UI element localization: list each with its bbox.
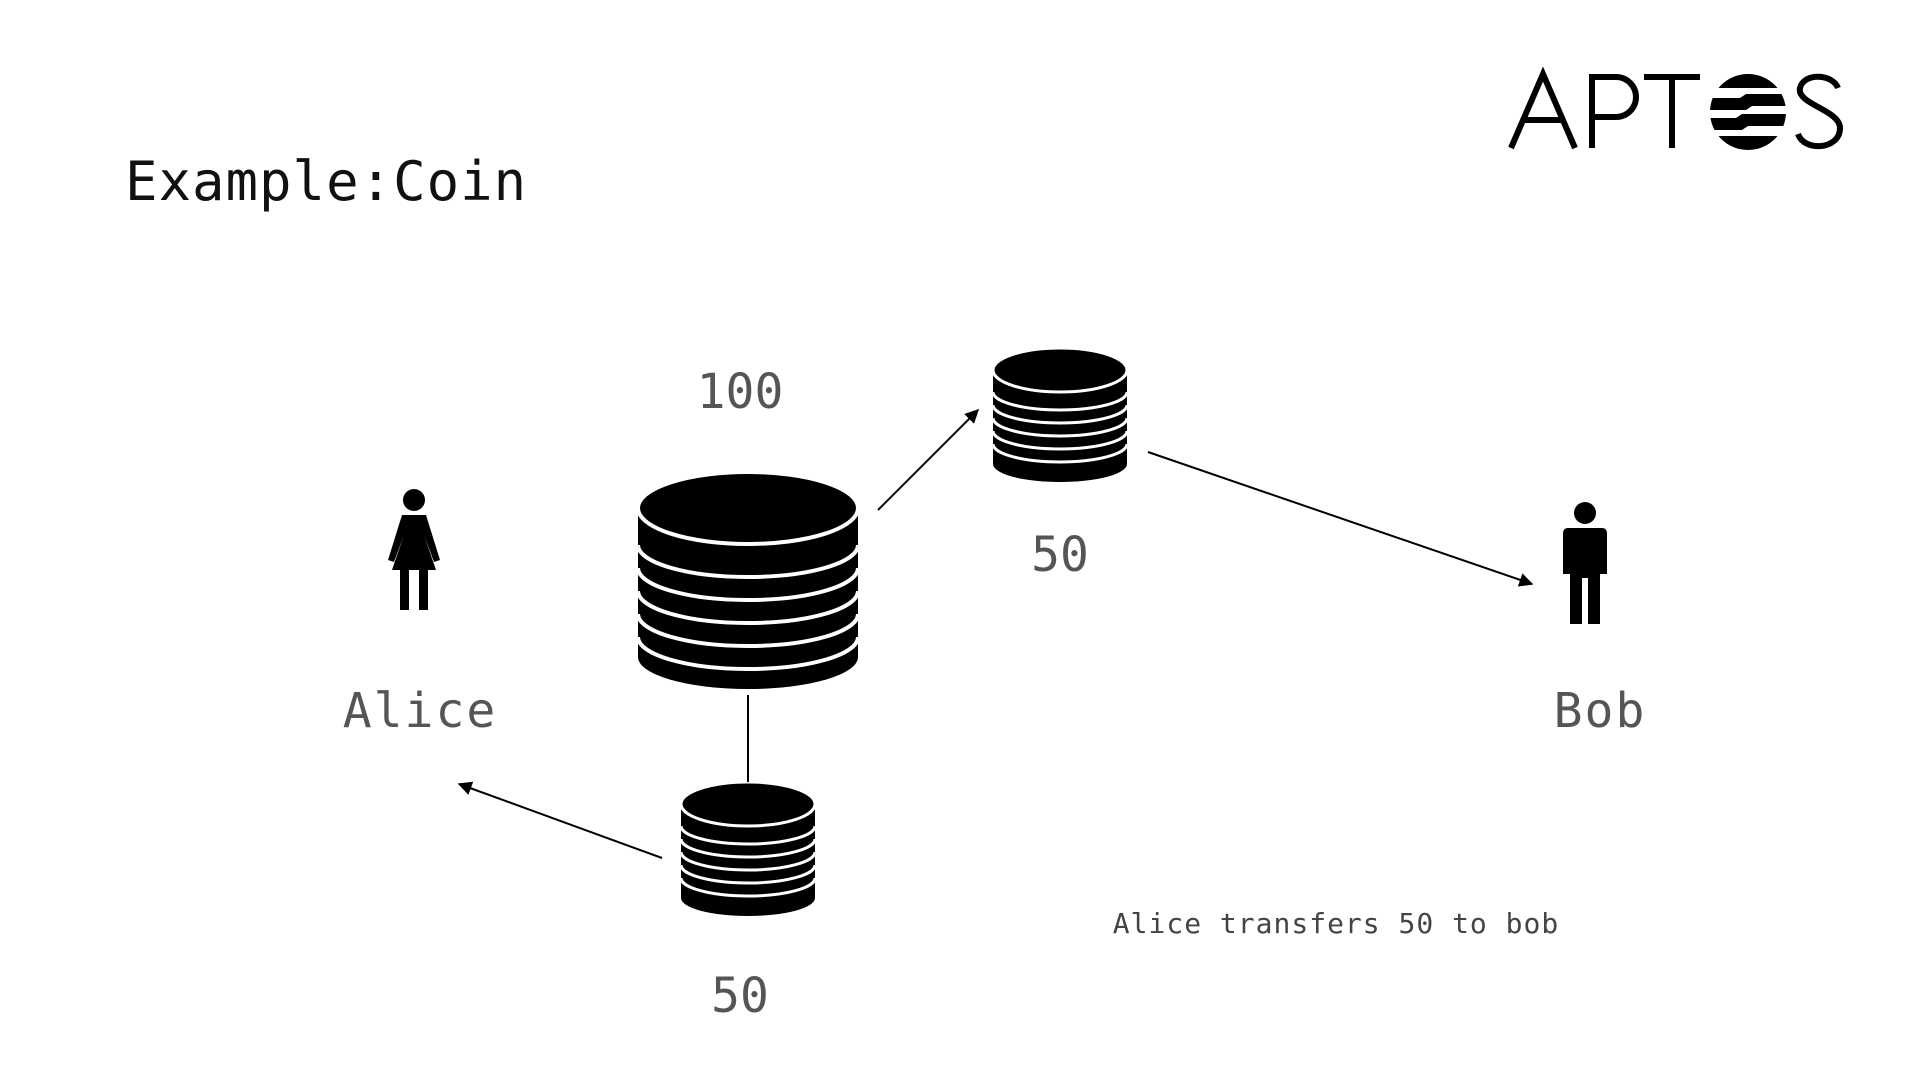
source-amount-label: 100 bbox=[696, 364, 784, 420]
coin-stack-icon bbox=[679, 780, 817, 916]
transfer-caption: Alice transfers 50 to bob bbox=[1112, 907, 1560, 940]
slide-title: Example:Coin bbox=[125, 150, 528, 213]
arrow-to-bob-stack bbox=[877, 409, 979, 511]
male-person-icon bbox=[1563, 502, 1607, 624]
female-person-icon bbox=[388, 489, 440, 610]
coin-stack-icon bbox=[991, 346, 1129, 482]
bob-name-label: Bob bbox=[1553, 683, 1647, 739]
aptos-logo bbox=[1508, 66, 1844, 150]
coin-stack-icon bbox=[636, 470, 860, 689]
alice-name-label: Alice bbox=[342, 683, 498, 739]
arrow-to-bob bbox=[1147, 451, 1534, 587]
arrow-to-alice bbox=[457, 781, 663, 859]
alice-amount-label: 50 bbox=[711, 968, 769, 1024]
bob-amount-label: 50 bbox=[1031, 527, 1089, 583]
